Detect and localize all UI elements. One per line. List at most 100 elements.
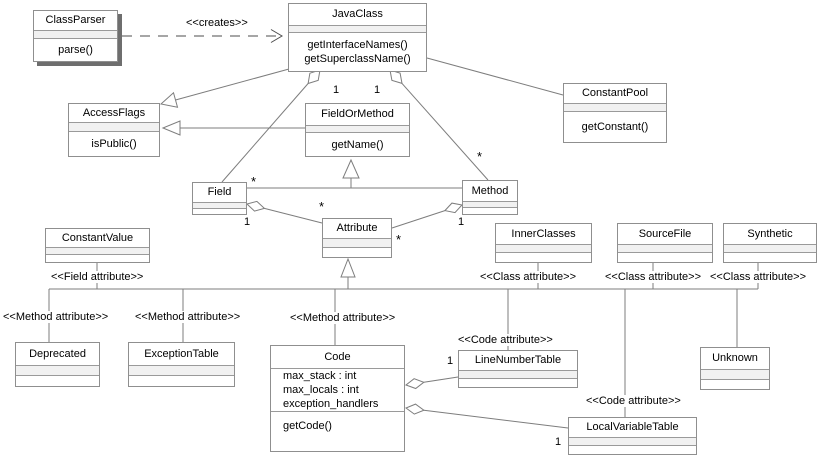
class-title: Attribute xyxy=(336,222,378,234)
class-box-synthetic[interactable]: Synthetic xyxy=(723,223,817,263)
stereotype-code-attribute-linenumbertable: <<Code attribute>> xyxy=(457,334,554,346)
method-label: isPublic() xyxy=(91,138,137,150)
attributes-compartment xyxy=(34,30,117,38)
class-box-method[interactable]: Method xyxy=(462,180,518,215)
multiplicity-field-many: * xyxy=(251,174,257,189)
class-title: FieldOrMethod xyxy=(321,108,394,120)
class-box-exceptiontable[interactable]: ExceptionTable xyxy=(128,342,235,387)
fieldormethod-accessflags-generalization xyxy=(161,120,305,136)
class-box-linenumbertable[interactable]: LineNumberTable xyxy=(458,350,578,388)
javaclass-field-aggregation xyxy=(221,69,321,183)
class-title: ConstantValue xyxy=(61,231,134,244)
methods-compartment xyxy=(129,375,234,386)
class-title: AccessFlags xyxy=(82,106,146,119)
class-title: Method xyxy=(471,184,509,197)
methods-compartment xyxy=(701,379,769,389)
class-box-localvariabletable[interactable]: LocalVariableTable xyxy=(568,417,697,455)
stereotype-creates: <<creates>> xyxy=(185,17,249,29)
class-title: InnerClasses xyxy=(511,227,576,240)
class-title: Field xyxy=(207,186,232,198)
class-box-innerclasses[interactable]: InnerClasses xyxy=(495,223,592,263)
javaclass-constantpool-association xyxy=(426,57,564,96)
multiplicity-code-localvariabletable-one: 1 xyxy=(555,436,562,448)
attributes-compartment xyxy=(129,365,234,375)
methods-compartment xyxy=(569,445,696,454)
stereotype-code-attribute-localvariabletable: <<Code attribute>> xyxy=(585,395,682,407)
method-attribute-aggregation xyxy=(391,202,463,229)
methods-compartment xyxy=(618,252,712,262)
attributes-compartment xyxy=(564,103,666,111)
attributes-compartment xyxy=(701,369,769,379)
attribute-label: exception_handlers xyxy=(283,398,379,410)
attributes-compartment xyxy=(16,365,99,375)
class-title: Code xyxy=(324,350,351,363)
class-box-code[interactable]: Code max_stack : int max_locals : int ex… xyxy=(270,345,405,452)
method-label: parse() xyxy=(58,44,93,56)
attributes-compartment xyxy=(69,122,159,131)
class-box-deprecated[interactable]: Deprecated xyxy=(15,342,100,387)
class-box-fieldormethod[interactable]: FieldOrMethod getName() xyxy=(305,103,410,157)
stereotype-class-attribute-innerclasses: <<Class attribute>> xyxy=(479,271,578,283)
method-label: getSuperclassName() xyxy=(304,53,411,65)
field-method-fieldormethod-generalization xyxy=(247,158,462,189)
class-title: Unknown xyxy=(712,352,758,364)
multiplicity-method-attribute-one: 1 xyxy=(458,216,465,228)
methods-compartment xyxy=(496,252,591,262)
attributes-compartment xyxy=(459,370,577,378)
attributes-compartment xyxy=(289,25,426,32)
methods-compartment: getInterfaceNames() getSuperclassName() xyxy=(289,32,426,71)
methods-compartment xyxy=(16,375,99,386)
attributes-compartment xyxy=(618,244,712,252)
stereotype-method-attribute-deprecated: <<Method attribute>> xyxy=(2,311,110,323)
class-title: SourceFile xyxy=(638,227,692,240)
methods-compartment xyxy=(323,247,391,257)
class-box-sourcefile[interactable]: SourceFile xyxy=(617,223,713,263)
class-title: JavaClass xyxy=(332,8,383,20)
stereotype-class-attribute-synthetic: <<Class attribute>> xyxy=(709,271,808,283)
code-linenumbertable-aggregation xyxy=(404,376,459,390)
methods-compartment: getConstant() xyxy=(564,111,666,142)
attributes-compartment xyxy=(306,125,409,132)
attribute-label: max_stack : int xyxy=(283,370,357,382)
attributes-compartment xyxy=(193,202,246,208)
class-title: Synthetic xyxy=(747,227,793,240)
class-title: LocalVariableTable xyxy=(586,421,679,433)
methods-compartment: parse() xyxy=(34,38,117,61)
attributes-compartment xyxy=(463,201,517,207)
attributes-compartment xyxy=(496,244,591,252)
class-box-unknown[interactable]: Unknown xyxy=(700,347,770,390)
attributes-compartment xyxy=(323,238,391,247)
field-attribute-aggregation xyxy=(246,200,323,224)
multiplicity-field-attribute-one: 1 xyxy=(244,216,251,228)
stereotype-class-attribute-sourcefile: <<Class attribute>> xyxy=(604,271,703,283)
multiplicity-javaclass-method-one: 1 xyxy=(374,84,381,96)
class-box-constantpool[interactable]: ConstantPool getConstant() xyxy=(563,83,667,143)
stereotype-method-attribute-exceptiontable: <<Method attribute>> xyxy=(134,311,242,323)
creates-dependency-arrow xyxy=(122,29,283,43)
class-title: Deprecated xyxy=(29,347,86,360)
class-box-constantvalue[interactable]: ConstantValue xyxy=(45,228,150,263)
stereotype-method-attribute-code: <<Method attribute>> xyxy=(289,312,397,324)
class-title: ConstantPool xyxy=(581,87,649,99)
attributes-compartment xyxy=(569,437,696,445)
class-box-classparser[interactable]: ClassParser parse() xyxy=(33,10,118,62)
code-localvariabletable-aggregation xyxy=(404,403,569,429)
stereotype-field-attribute: <<Field attribute>> xyxy=(50,271,145,283)
attribute-label: max_locals : int xyxy=(283,384,359,396)
class-box-javaclass[interactable]: JavaClass getInterfaceNames() getSupercl… xyxy=(288,3,427,72)
method-label: getName() xyxy=(331,138,384,151)
multiplicity-javaclass-field-one: 1 xyxy=(333,84,340,96)
class-title: LineNumberTable xyxy=(474,354,562,366)
class-box-field[interactable]: Field xyxy=(192,182,247,215)
class-box-attribute[interactable]: Attribute xyxy=(322,218,392,258)
attributes-compartment xyxy=(724,244,816,252)
class-box-accessflags[interactable]: AccessFlags isPublic() xyxy=(68,103,160,157)
method-label: getInterfaceNames() xyxy=(307,39,408,51)
methods-compartment xyxy=(463,207,517,214)
class-title: ExceptionTable xyxy=(144,347,219,360)
methods-compartment xyxy=(724,252,816,262)
methods-compartment xyxy=(193,208,246,214)
class-title: ClassParser xyxy=(45,14,106,26)
